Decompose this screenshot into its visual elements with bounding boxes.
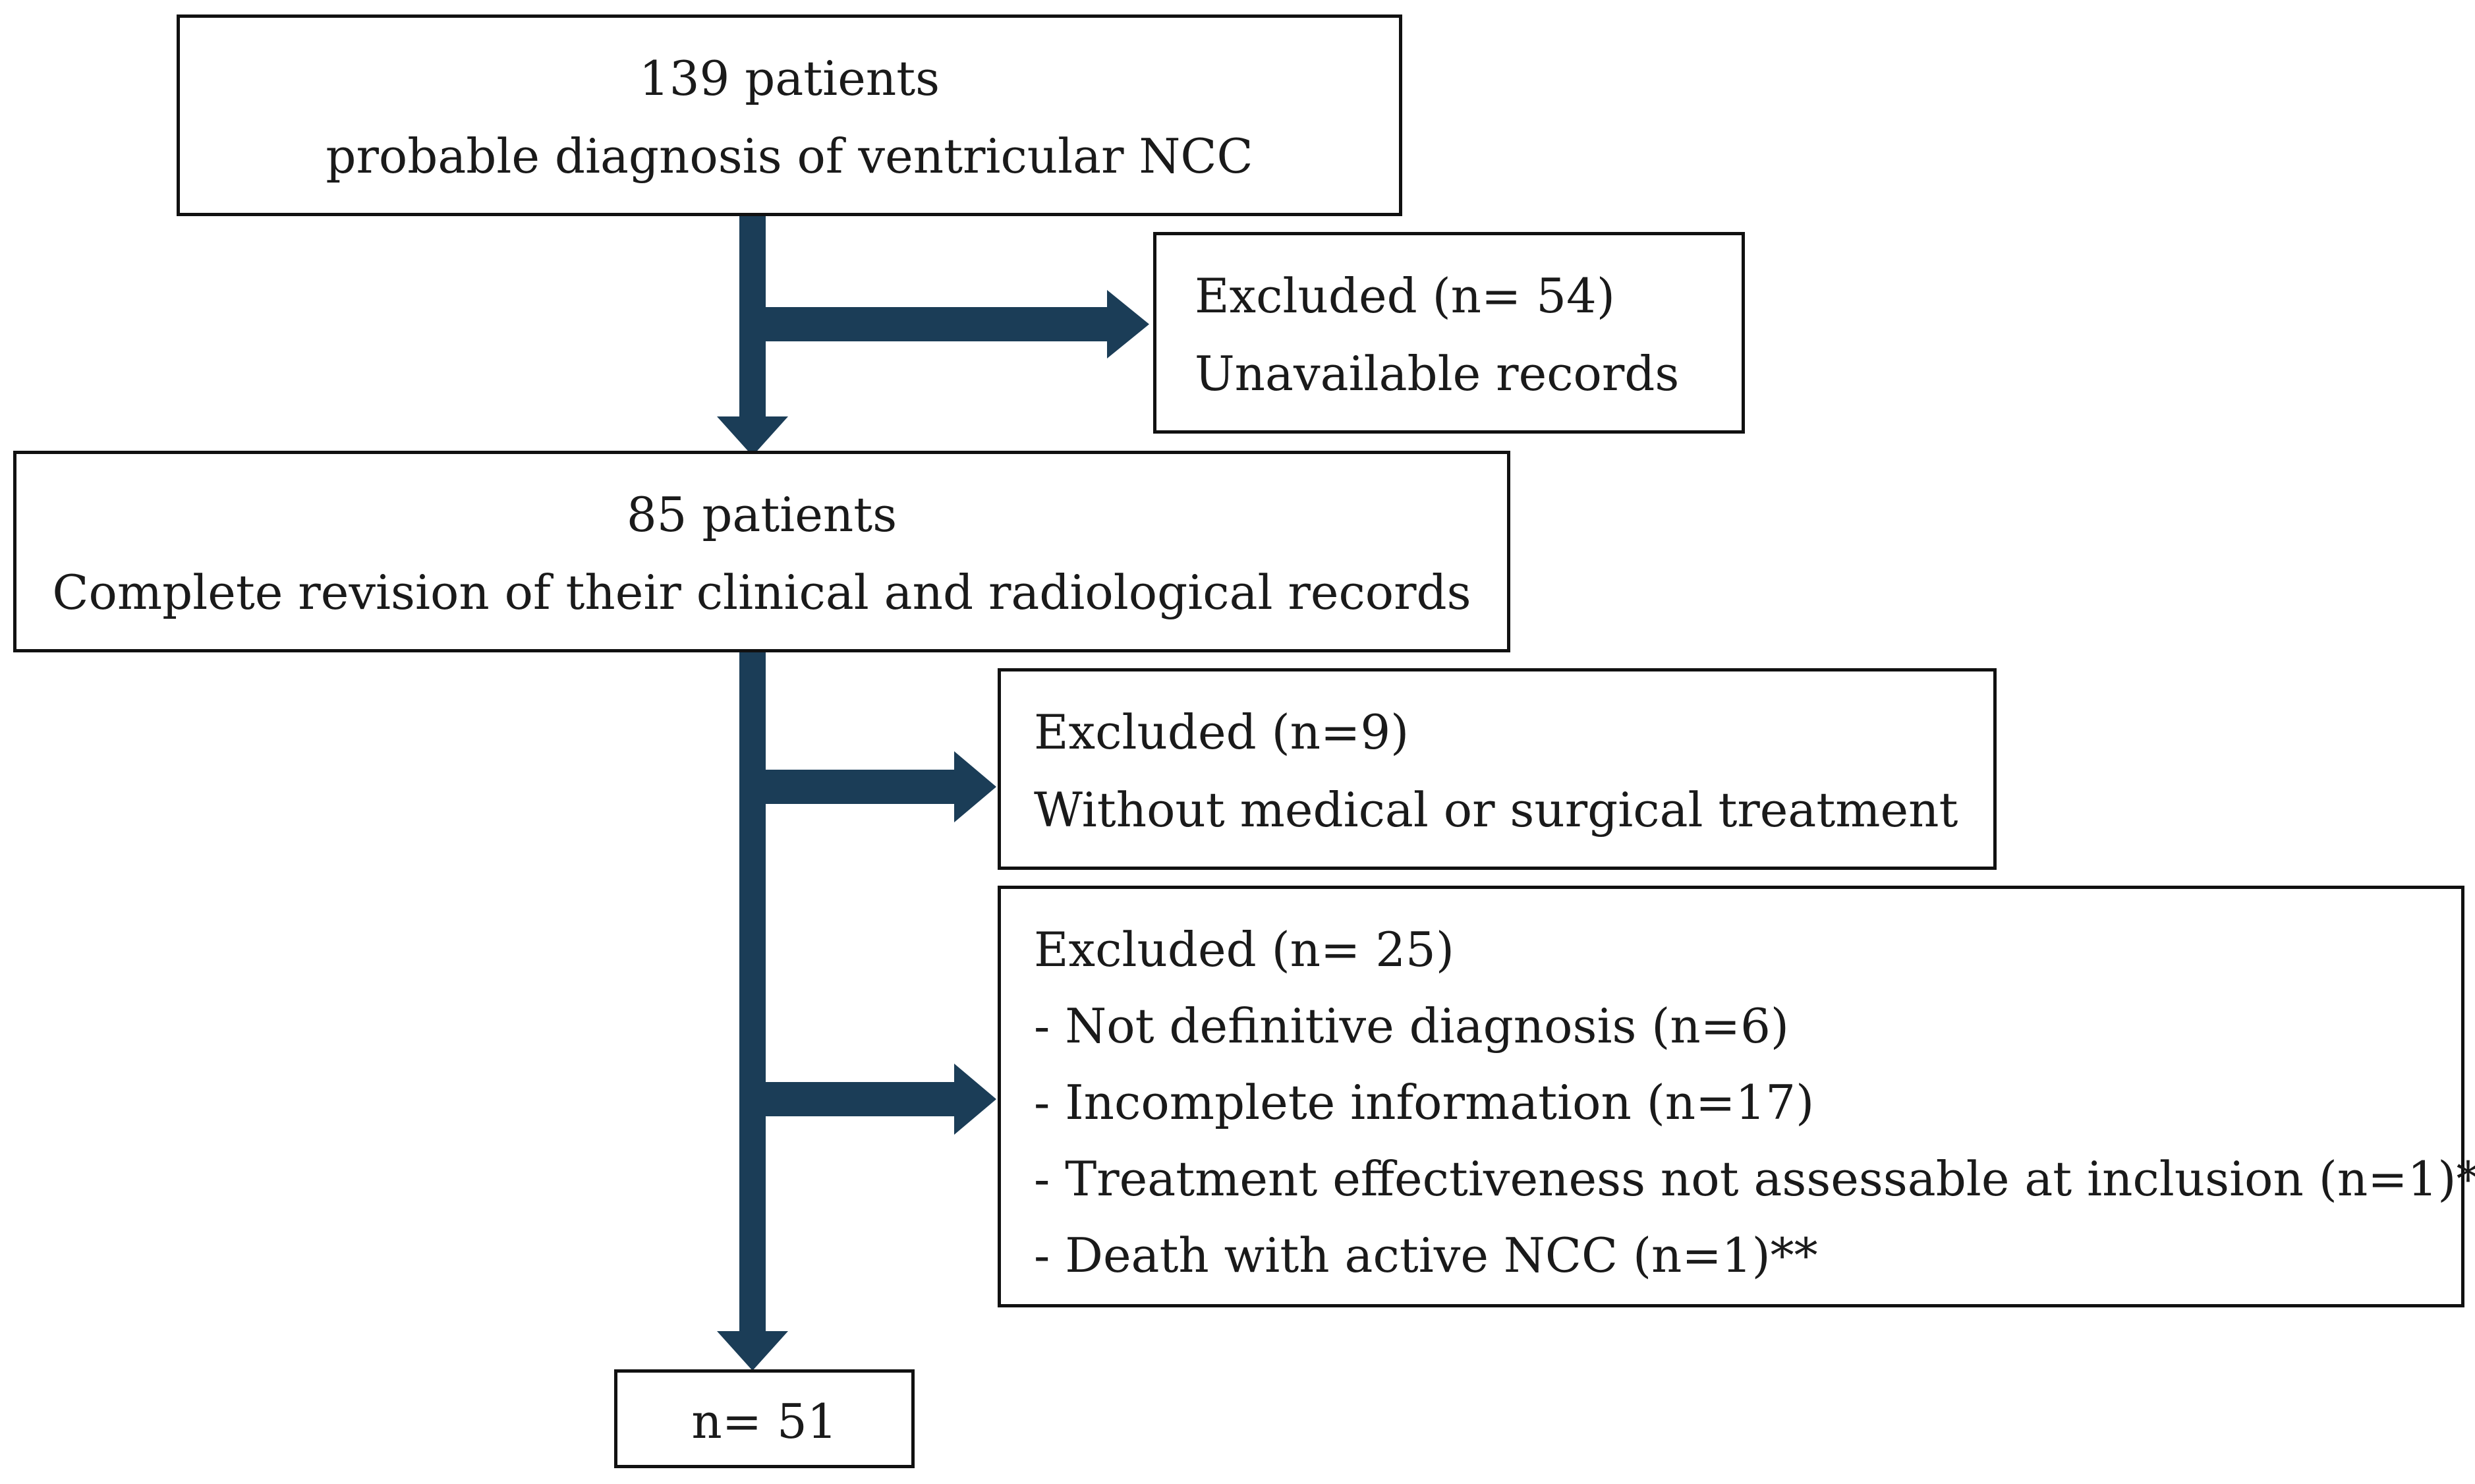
exclusion-3-reason-2: - Incomplete information (n=17) bbox=[1034, 1075, 1815, 1130]
final-cohort-box: n= 51 bbox=[614, 1369, 915, 1468]
arrow-to-final bbox=[717, 648, 788, 1371]
exclusion-3-reason-4: - Death with active NCC (n=1)** bbox=[1034, 1228, 1818, 1283]
exclusion-box-other-reasons: Excluded (n= 25) - Not definitive diagno… bbox=[998, 886, 2475, 1307]
arrow-to-reviewed bbox=[717, 212, 788, 456]
exclusion-3-reason-3: - Treatment effectiveness not assessable… bbox=[1034, 1151, 2475, 1207]
exclusion-1-title: Excluded (n= 54) bbox=[1195, 268, 1615, 324]
reviewed-description-text: Complete revision of their clinical and … bbox=[52, 565, 1471, 620]
initial-description-text: probable diagnosis of ventricular NCC bbox=[326, 128, 1253, 184]
reviewed-count-text: 85 patients bbox=[626, 487, 897, 542]
final-count-text: n= 51 bbox=[691, 1394, 838, 1449]
exclusion-box-unavailable-records: Excluded (n= 54) Unavailable records bbox=[1153, 232, 1745, 434]
arrow-to-exclusion-1 bbox=[766, 290, 1149, 358]
exclusion-3-reason-1: - Not definitive diagnosis (n=6) bbox=[1034, 998, 1789, 1054]
arrow-to-exclusion-3 bbox=[766, 1064, 996, 1135]
exclusion-1-reason: Unavailable records bbox=[1195, 346, 1680, 401]
reviewed-patients-box: 85 patients Complete revision of their c… bbox=[13, 451, 1510, 652]
exclusion-2-title: Excluded (n=9) bbox=[1034, 704, 1409, 760]
arrow-to-exclusion-2 bbox=[766, 751, 996, 822]
exclusion-3-title: Excluded (n= 25) bbox=[1034, 922, 1454, 977]
initial-count-text: 139 patients bbox=[639, 51, 940, 106]
exclusion-box-no-treatment: Excluded (n=9) Without medical or surgic… bbox=[998, 668, 1997, 870]
exclusion-2-reason: Without medical or surgical treatment bbox=[1034, 782, 1958, 838]
initial-patients-box: 139 patients probable diagnosis of ventr… bbox=[177, 14, 1402, 216]
